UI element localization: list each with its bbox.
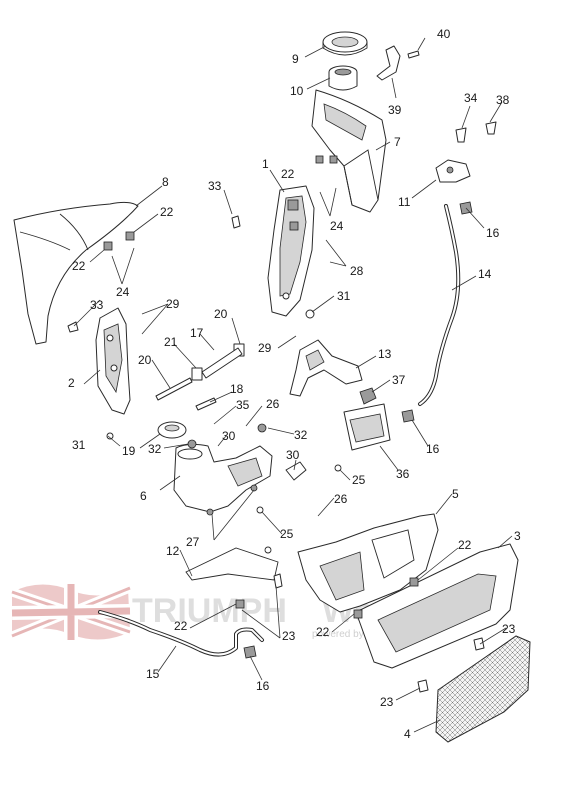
callout-38: 38 [496,93,510,107]
part-40-screw [407,50,420,59]
callout-20-b: 21 [164,335,178,349]
callout-27: 27 [186,535,200,549]
callout-21: 20 [138,353,152,367]
callout-33-a: 33 [208,179,222,193]
callout-26-b: 26 [334,492,348,506]
leader-lines [73,37,513,733]
callout-34: 34 [464,91,478,105]
callout-39: 39 [388,103,402,117]
callout-9: 9 [292,52,299,66]
callout-32-b: 32 [148,442,162,456]
callout-29-a: 29 [258,341,272,355]
callout-19: 17 [190,326,204,340]
callout-2: 2 [68,376,75,390]
callout-13: 13 [378,347,392,361]
part-3-frame [355,543,519,669]
callout-8: 8 [162,175,169,189]
callout-7: 7 [394,135,401,149]
callout-28-a: 28 [350,264,364,278]
callout-15: 15 [146,667,160,681]
callout-37: 37 [392,373,406,387]
callout-35: 35 [236,398,250,412]
callout-29-b: 30 [222,429,236,443]
part-9-grommet [322,31,368,56]
callout-40: 40 [437,27,451,41]
callout-4: 4 [404,727,411,741]
part-10-filler-neck [328,65,358,91]
callout-1: 1 [262,157,269,171]
part-15-drain-pipe [98,610,264,657]
callout-23-c: 23 [380,695,394,709]
callout-24-b: 24 [330,219,344,233]
callout-25-a: 25 [352,473,366,487]
callout-5: 5 [452,487,459,501]
callout-12: 12 [166,544,180,558]
callout-22-c: 22 [281,167,295,181]
callout-22-a: 22 [160,205,174,219]
watermark-brand: TRIUMPH [132,592,287,630]
callout-23-a: 23 [282,629,296,643]
part-7-upper-shroud [311,89,387,213]
part-4-mesh-grille [435,635,531,743]
callout-25-b: 25 [280,527,294,541]
callout-14: 14 [478,267,492,281]
part-8-seat-cowl [13,201,139,345]
part-2-side-bracket [95,307,131,415]
part-37-grommet [359,387,377,405]
callout-16-b: 16 [426,442,440,456]
callout-22-b: 22 [72,259,86,273]
callout-31-a: 31 [337,289,351,303]
callout-31-b: 31 [72,438,86,452]
callout-36: 36 [396,467,410,481]
callout-17: 19 [122,444,136,458]
callout-6: 6 [140,489,147,503]
callout-22-e: 22 [174,619,188,633]
callout-16-c: 16 [256,679,270,693]
callout-23-b: 23 [502,622,516,636]
part-5-lower-tray [297,513,439,613]
part-6-reservoir [173,443,273,513]
part-13-mount-bracket [289,339,363,397]
union-flag-logo [10,583,132,641]
part-36-relay-bracket [343,403,391,451]
callout-20-a: 20 [214,307,228,321]
callout-30: 30 [286,448,300,462]
callout-28-b: 29 [166,297,180,311]
callout-18: 18 [230,382,244,396]
part-39-clip [376,45,401,81]
callout-26-a: 26 [266,397,280,411]
callout-33-b: 33 [90,298,104,312]
callout-22-d: 22 [458,538,472,552]
callout-10: 10 [290,84,304,98]
callout-3: 3 [514,529,521,543]
callout-24-a: 24 [116,285,130,299]
part-17-cap [157,421,187,439]
callout-22-f: 22 [316,625,330,639]
part-12-wire-bracket [185,547,279,581]
callout-labels: 9 10 40 39 7 1 8 22 22 22 24 24 28 29 31… [68,27,521,741]
part-1-side-panel [267,185,315,317]
part-14-vent-pipe [418,204,461,406]
hardware-fasteners [67,121,497,693]
callout-16-a: 16 [486,226,500,240]
callout-11: 11 [398,195,411,209]
callout-32-a: 32 [294,428,308,442]
part-11-clamp [435,159,471,183]
